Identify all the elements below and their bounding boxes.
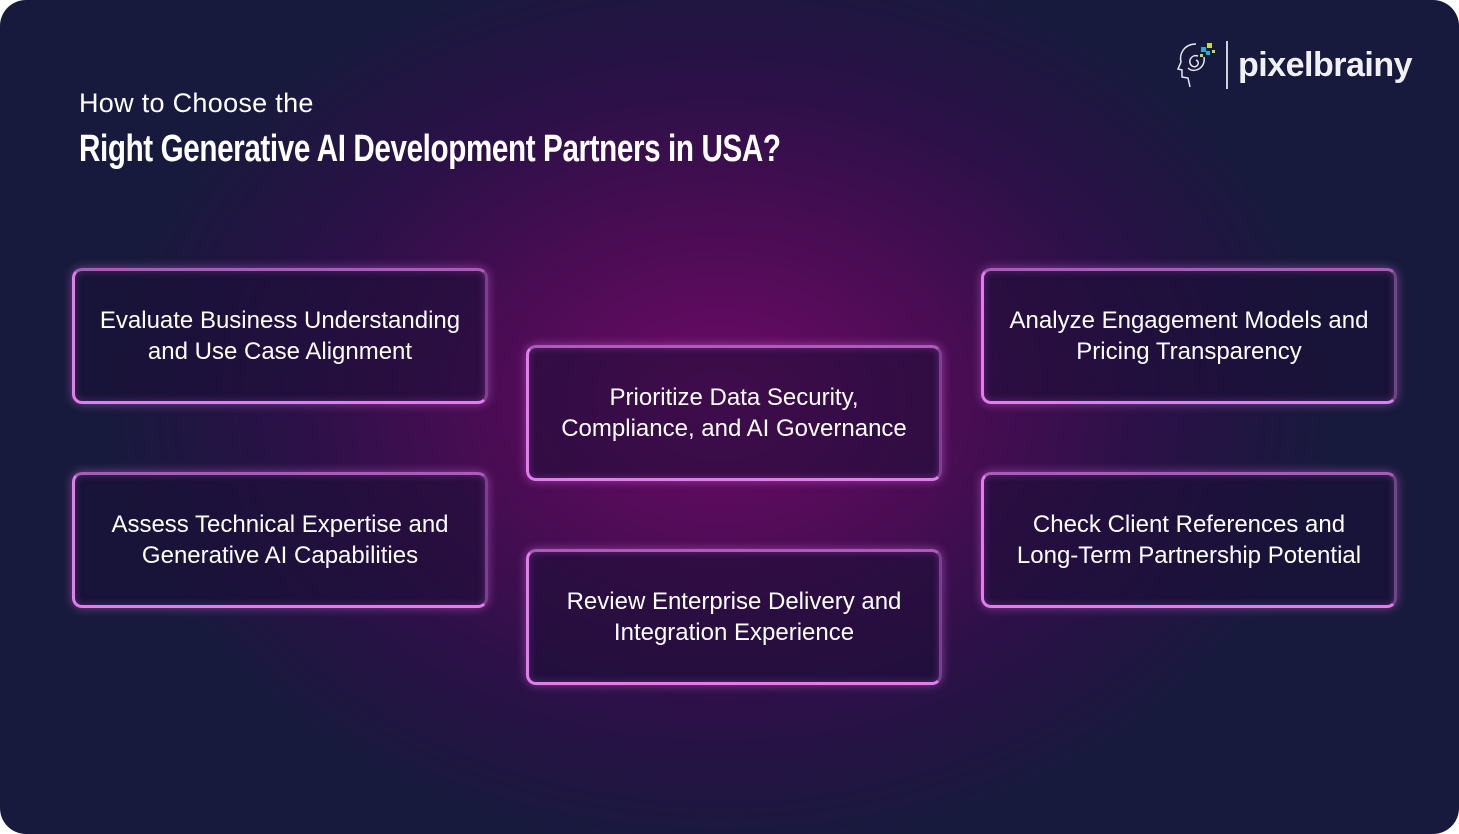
card-business-understanding: Evaluate Business Understanding and Use … bbox=[72, 268, 488, 404]
card-data-security: Prioritize Data Security, Compliance, an… bbox=[526, 345, 942, 481]
page-subtitle: How to Choose the bbox=[79, 88, 314, 118]
card-engagement-models: Analyze Engagement Models and Pricing Tr… bbox=[981, 268, 1397, 404]
brand-logo: pixelbrainy bbox=[1176, 40, 1413, 90]
logo-divider bbox=[1226, 41, 1228, 89]
card-technical-expertise: Assess Technical Expertise and Generativ… bbox=[72, 472, 488, 608]
card-enterprise-delivery: Review Enterprise Delivery and Integrati… bbox=[526, 549, 942, 685]
page-title: Right Generative AI Development Partners… bbox=[79, 128, 781, 170]
brain-head-icon bbox=[1176, 43, 1215, 88]
brand-name: pixelbrainy bbox=[1238, 45, 1413, 84]
card-client-references: Check Client References and Long-Term Pa… bbox=[981, 472, 1397, 608]
